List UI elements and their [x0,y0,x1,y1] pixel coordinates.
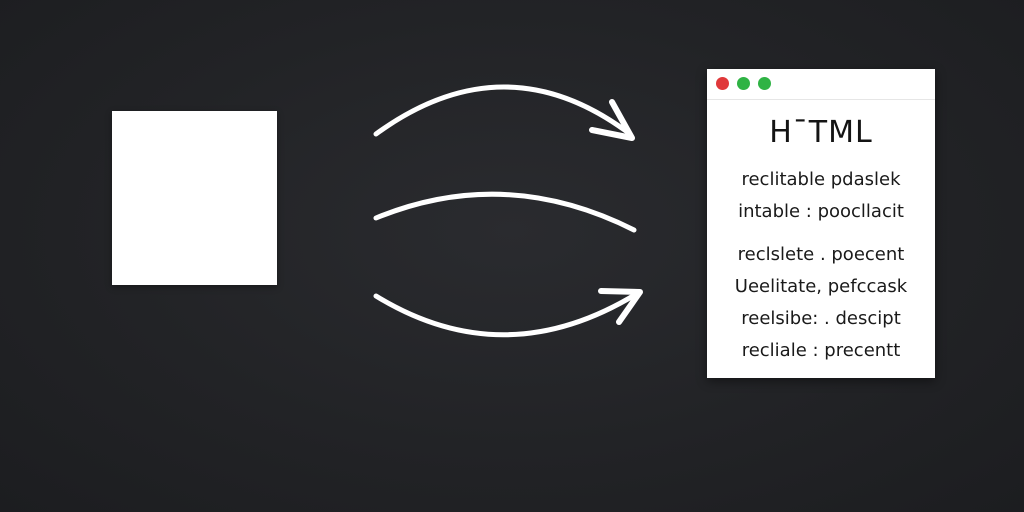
maximize-dot-icon[interactable] [758,77,771,90]
content-line-5: reelsibe: . descipt [741,308,901,329]
content-line-1: reclitable pdaslek [741,169,901,190]
middle-arc-line [373,191,637,233]
minimize-dot-icon[interactable] [737,77,750,90]
content-line-3: reclslete . poecent [737,244,905,265]
top-arrow-head-icon [589,99,635,141]
content-line-2: intable : poocllacit [738,201,904,222]
bottom-arrow-head-icon [598,288,643,325]
close-dot-icon[interactable] [716,77,729,90]
top-arrow-curve [373,84,633,137]
content-line-6: recliale : precentt [741,340,901,361]
bottom-arrow-curve [373,290,641,338]
window-titlebar [707,69,935,100]
content-line-4: Ueelitate, pefccask [734,276,908,297]
html-output-window: H¯TML reclitable pdaslek intable : poocl… [707,69,935,378]
window-title: H¯TML [769,115,873,150]
blank-input-card [112,111,277,285]
